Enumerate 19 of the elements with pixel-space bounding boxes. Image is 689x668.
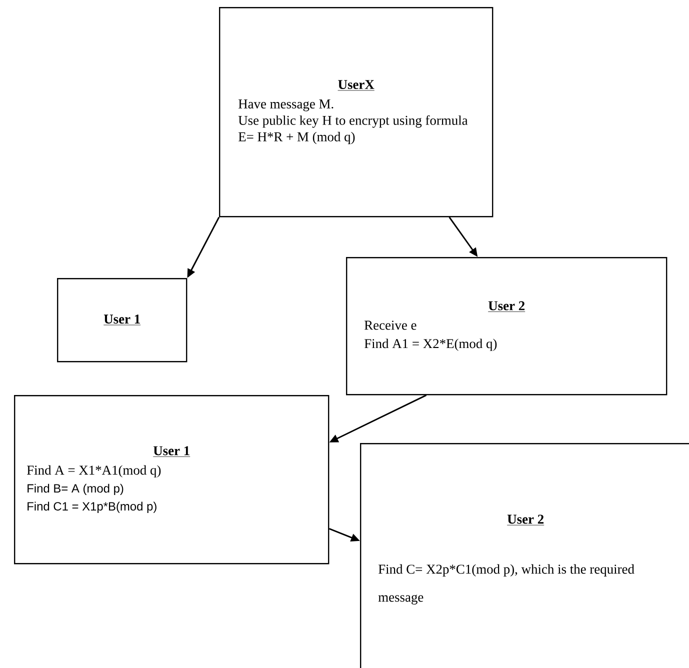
process-box [14,395,330,564]
box-heading: User 2 [506,514,544,526]
process-box [360,443,689,668]
box-text: Find C= X2p*C1(mod p), which is the required message [378,564,634,604]
box-text: E= H*R + M (mod q) [238,132,355,144]
box-text: Find C1 = X1p*B(mod p) [28,502,156,513]
box-text: Find A = X1*A1(mod q) [27,465,161,478]
box-text: Receive e [364,320,416,330]
box-text: Find A1 = X2*E(mod q) [364,338,497,351]
process-box [57,278,188,362]
process-box [219,7,494,218]
box-text: Find B= A (mod p) [28,484,124,495]
box-heading: User 1 [103,314,141,326]
box-text: Use public key H to encrypt using formula [238,115,468,128]
box-heading: User 1 [152,446,190,457]
box-heading: UserX [338,80,375,91]
box-heading: User 2 [488,301,526,312]
process-box [346,257,668,396]
box-text: Have message M. [238,100,334,112]
